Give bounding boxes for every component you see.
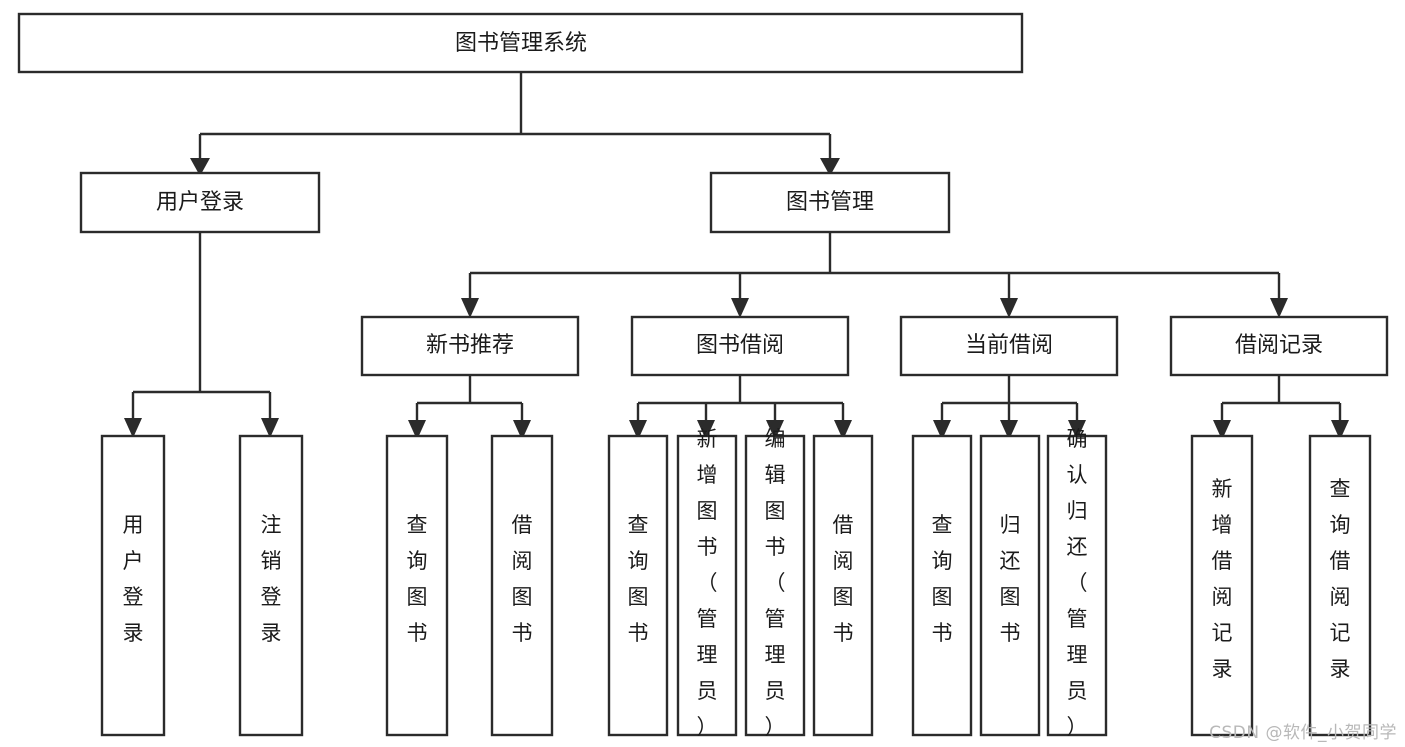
node-leaf-add-record[interactable]: 新增借阅记录	[1190, 434, 1254, 737]
node-leaf-borrow-book-1[interactable]: 借阅图书	[490, 434, 554, 737]
arrowhead-leaf-user-logout	[261, 418, 279, 438]
node-book-borrow-label: 图书借阅	[696, 333, 784, 358]
node-leaf-user-login[interactable]: 用户登录	[100, 434, 166, 737]
node-user-login-label: 用户登录	[156, 190, 244, 215]
node-leaf-borrow-book-2-label: 借阅图书	[833, 513, 854, 645]
arrowhead-leaf-return-book	[1000, 420, 1018, 440]
node-leaf-borrow-book-2-box[interactable]	[812, 434, 874, 737]
node-user-login-box[interactable]	[79, 171, 321, 234]
arrowhead-book-borrow	[731, 298, 749, 318]
arrowhead-leaf-query-book-2	[629, 420, 647, 440]
node-borrow-record[interactable]: 借阅记录	[1169, 315, 1389, 377]
node-leaf-query-record-label: 查询借阅记录	[1330, 477, 1351, 681]
node-leaf-add-record-label: 新增借阅记录	[1212, 477, 1233, 681]
node-book-manage-box[interactable]	[709, 171, 951, 234]
node-leaf-query-book-1-box[interactable]	[385, 434, 449, 737]
node-current-borrow-box[interactable]	[899, 315, 1119, 377]
node-borrow-record-box[interactable]	[1169, 315, 1389, 377]
connector-book-manage-bus	[468, 232, 1281, 300]
arrowhead-leaf-add-book	[697, 420, 715, 440]
node-borrow-record-label: 借阅记录	[1235, 333, 1323, 358]
arrowhead-leaf-confirm-return	[1068, 420, 1086, 440]
arrowhead-layer	[124, 158, 1349, 440]
arrowhead-leaf-query-book-1	[408, 420, 426, 440]
node-leaf-borrow-book-2[interactable]: 借阅图书	[812, 434, 874, 737]
node-current-borrow-label: 当前借阅	[965, 333, 1053, 358]
connector-book-borrow-bus	[636, 375, 845, 423]
node-leaf-query-book-2[interactable]: 查询图书	[607, 434, 669, 737]
connector-user-login-bus	[131, 232, 272, 420]
arrowhead-user-login	[190, 158, 210, 176]
node-leaf-query-record-box[interactable]	[1308, 434, 1372, 737]
node-leaf-query-book-1-label: 查询图书	[407, 513, 428, 645]
node-leaf-add-book-label: 新增图书（管理员）	[697, 427, 718, 739]
arrowhead-new-book-recommend	[461, 298, 479, 318]
node-current-borrow[interactable]: 当前借阅	[899, 315, 1119, 377]
node-leaf-user-login-box[interactable]	[100, 434, 166, 737]
node-leaf-query-book-3-box[interactable]	[911, 434, 973, 737]
arrowhead-leaf-borrow-book-2	[834, 420, 852, 440]
connector-borrow-record-bus	[1220, 375, 1342, 423]
node-new-book-recommend[interactable]: 新书推荐	[360, 315, 580, 377]
node-leaf-query-book-2-label: 查询图书	[628, 513, 649, 645]
node-leaf-user-logout-box[interactable]	[238, 434, 304, 737]
node-leaf-query-book-2-box[interactable]	[607, 434, 669, 737]
node-new-book-recommend-label: 新书推荐	[426, 333, 514, 358]
node-leaf-confirm-return-box[interactable]	[1046, 434, 1108, 737]
node-leaf-query-record[interactable]: 查询借阅记录	[1308, 434, 1372, 737]
node-leaf-confirm-return-label: 确认归还（管理员）	[1067, 427, 1088, 739]
node-leaf-edit-book-label: 编辑图书（管理员）	[765, 427, 786, 739]
arrowhead-leaf-add-record	[1213, 420, 1231, 440]
node-leaf-borrow-book-1-box[interactable]	[490, 434, 554, 737]
node-new-book-recommend-box[interactable]	[360, 315, 580, 377]
node-leaf-borrow-book-1-label: 借阅图书	[512, 513, 533, 645]
arrowhead-leaf-borrow-book-1	[513, 420, 531, 440]
node-leaf-query-book-3[interactable]: 查询图书	[911, 434, 973, 737]
leaf-layer: 用户登录 注销登录 查询图书 借阅图书 查询图书 新增图书（管理员）	[100, 427, 1372, 739]
node-root-label: 图书管理系统	[455, 31, 587, 56]
node-leaf-return-book-label: 归还图书	[1000, 513, 1021, 645]
node-leaf-query-book-3-label: 查询图书	[932, 513, 953, 645]
node-root[interactable]: 图书管理系统	[17, 12, 1024, 74]
node-leaf-add-book[interactable]: 新增图书（管理员）	[676, 427, 738, 739]
node-leaf-confirm-return[interactable]: 确认归还（管理员）	[1046, 427, 1108, 739]
node-root-box[interactable]	[17, 12, 1024, 74]
node-leaf-user-logout[interactable]: 注销登录	[238, 434, 304, 737]
node-book-borrow[interactable]: 图书借阅	[630, 315, 850, 377]
node-book-manage[interactable]: 图书管理	[709, 171, 951, 234]
arrowhead-current-borrow	[1000, 298, 1018, 318]
node-leaf-return-book[interactable]: 归还图书	[979, 434, 1041, 737]
node-book-borrow-box[interactable]	[630, 315, 850, 377]
connector-new-book-recommend-bus	[415, 375, 524, 423]
node-leaf-query-book-1[interactable]: 查询图书	[385, 434, 449, 737]
node-leaf-add-record-box[interactable]	[1190, 434, 1254, 737]
node-leaf-edit-book-box[interactable]	[744, 434, 806, 737]
arrowhead-leaf-edit-book	[766, 420, 784, 440]
node-user-login[interactable]: 用户登录	[79, 171, 321, 234]
arrowhead-leaf-query-book-3	[933, 420, 951, 440]
csdn-watermark: CSDN @软件_小贺同学	[1209, 723, 1397, 743]
arrowhead-borrow-record	[1270, 298, 1288, 318]
node-leaf-edit-book[interactable]: 编辑图书（管理员）	[744, 427, 806, 739]
arrowhead-book-manage	[820, 158, 840, 176]
node-book-manage-label: 图书管理	[786, 190, 874, 215]
arrowhead-leaf-query-record	[1331, 420, 1349, 440]
node-leaf-user-login-label: 用户登录	[123, 513, 144, 645]
node-leaf-add-book-box[interactable]	[676, 434, 738, 737]
connector-layer	[131, 72, 1342, 423]
node-leaf-return-book-box[interactable]	[979, 434, 1041, 737]
connector-root-bus	[198, 72, 832, 160]
connector-current-borrow-bus	[940, 375, 1079, 423]
arrowhead-leaf-user-login	[124, 418, 142, 438]
node-leaf-user-logout-label: 注销登录	[261, 513, 282, 645]
